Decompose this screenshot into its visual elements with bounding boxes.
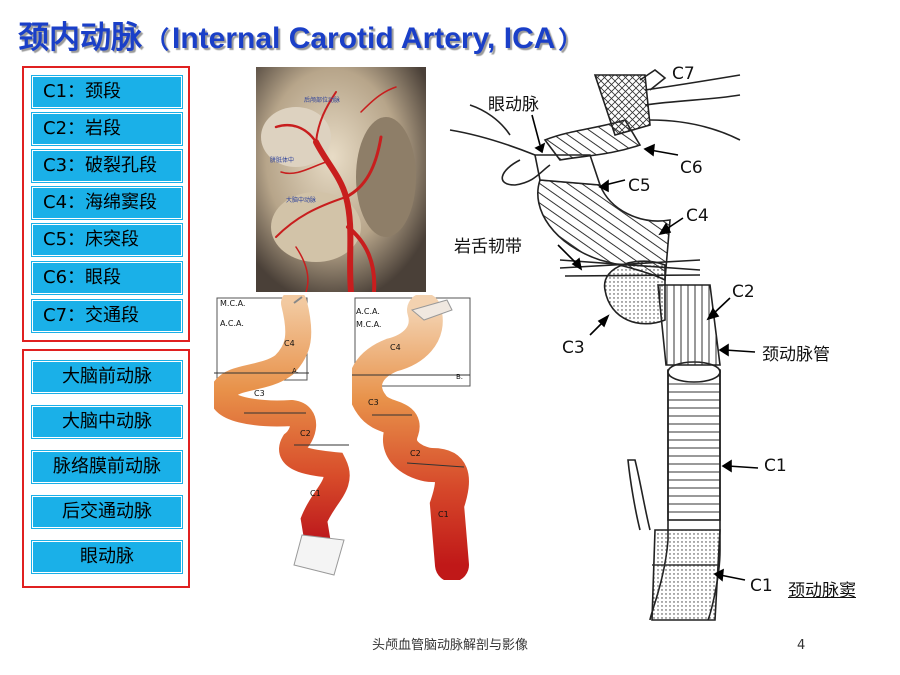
diagram-b-c4-label: C4 bbox=[390, 343, 401, 352]
schematic-petrolingual-label: 岩舌韧带 bbox=[454, 237, 522, 257]
diagram-b: A.C.A. M.C.A. C4 C3 C2 C1 B. bbox=[348, 293, 477, 582]
diagram-a: M.C.A. A.C.A. C4 C3 C2 C1 A. bbox=[209, 290, 364, 580]
schematic-carotid-sinus-label: 颈动脉窦 bbox=[788, 581, 856, 601]
schematic-c2-label: C2 bbox=[732, 282, 755, 302]
branch-mca: 大脑中动脉 bbox=[32, 406, 182, 438]
diagram-a-mca-label: M.C.A. bbox=[220, 299, 246, 308]
diagram-a-artery bbox=[209, 290, 350, 576]
slide-footer: 头颅血管脑动脉解剖与影像 bbox=[371, 638, 528, 653]
segment-c6: C6：眼段 bbox=[32, 262, 182, 294]
schematic-c6-label: C6 bbox=[680, 158, 703, 178]
schematic-c7-label: C7 bbox=[672, 64, 695, 84]
branch-acha: 脉络膜前动脉 bbox=[32, 451, 182, 483]
segment-c4: C4：海绵窦段 bbox=[32, 187, 182, 219]
title-open-paren: （ bbox=[145, 26, 169, 54]
diagram-a-aca-label: A.C.A. bbox=[220, 319, 244, 328]
diagram-b-mca-label: M.C.A. bbox=[356, 320, 382, 329]
photo-label-bottom: 大脑中动脉 bbox=[286, 197, 317, 204]
ica-schematic-drawing bbox=[449, 69, 759, 621]
diagram-b-c1-label: C1 bbox=[438, 510, 449, 519]
title-english: Internal Carotid Artery, ICA bbox=[172, 22, 556, 55]
schematic-c1-label: C1 bbox=[764, 456, 787, 476]
photo-label-top: 后颅部位动脉 bbox=[304, 97, 341, 104]
segment-c1: C1：颈段 bbox=[32, 76, 182, 108]
branch-ophthalmic: 眼动脉 bbox=[32, 541, 182, 573]
diagram-b-artery bbox=[348, 293, 471, 582]
title-close-paren: ） bbox=[558, 26, 583, 54]
segment-c7: C7：交通段 bbox=[32, 300, 182, 332]
diagram-a-c3-label: C3 bbox=[254, 389, 265, 398]
page-number: 4 bbox=[797, 638, 806, 653]
schematic-carotid-canal-label: 颈动脉管 bbox=[762, 345, 830, 365]
ica-schematic: C7 眼动脉 C6 C5 C4 岩舌韧带 C2 C3 颈动脉管 C1 C1 颈动… bbox=[440, 60, 900, 660]
diagram-b-c3-label: C3 bbox=[368, 398, 379, 407]
diagram-a-c4-label: C4 bbox=[284, 339, 295, 348]
diagram-a-c2-label: C2 bbox=[300, 429, 311, 438]
schematic-ophthalmic-label: 眼动脉 bbox=[488, 95, 539, 115]
anatomy-photo: 后颅部位动脉 胼胝体中 大脑中动脉 bbox=[256, 67, 426, 292]
diagram-b-panel-label: B. bbox=[456, 373, 464, 381]
segment-c2: C2：岩段 bbox=[32, 113, 182, 145]
diagram-b-c2-label: C2 bbox=[410, 449, 421, 458]
branch-list-panel: 大脑前动脉 大脑中动脉 脉络膜前动脉 后交通动脉 眼动脉 bbox=[22, 349, 190, 588]
branch-pcoma: 后交通动脉 bbox=[32, 496, 182, 528]
schematic-c5-label: C5 bbox=[628, 176, 651, 196]
branch-aca: 大脑前动脉 bbox=[32, 361, 182, 393]
anatomy-photo-image bbox=[256, 67, 426, 292]
schematic-c4-label: C4 bbox=[686, 206, 709, 226]
title-chinese: 颈内动脉 bbox=[18, 20, 142, 56]
diagram-b-aca-label: A.C.A. bbox=[356, 307, 380, 316]
schematic-c1-sinus-label: C1 bbox=[750, 576, 773, 596]
photo-label-middle: 胼胝体中 bbox=[270, 157, 295, 164]
segment-list-panel: C1：颈段 C2：岩段 C3：破裂孔段 C4：海绵窦段 C5：床突段 C6：眼段… bbox=[22, 66, 190, 342]
segment-c5: C5：床突段 bbox=[32, 224, 182, 256]
schematic-c3-label: C3 bbox=[562, 338, 585, 358]
slide-title: 颈内动脉 （ Internal Carotid Artery, ICA ） bbox=[18, 12, 585, 56]
segment-c3: C3：破裂孔段 bbox=[32, 150, 182, 182]
diagram-a-c1-label: C1 bbox=[310, 489, 321, 498]
diagram-a-panel-label: A. bbox=[292, 367, 299, 375]
